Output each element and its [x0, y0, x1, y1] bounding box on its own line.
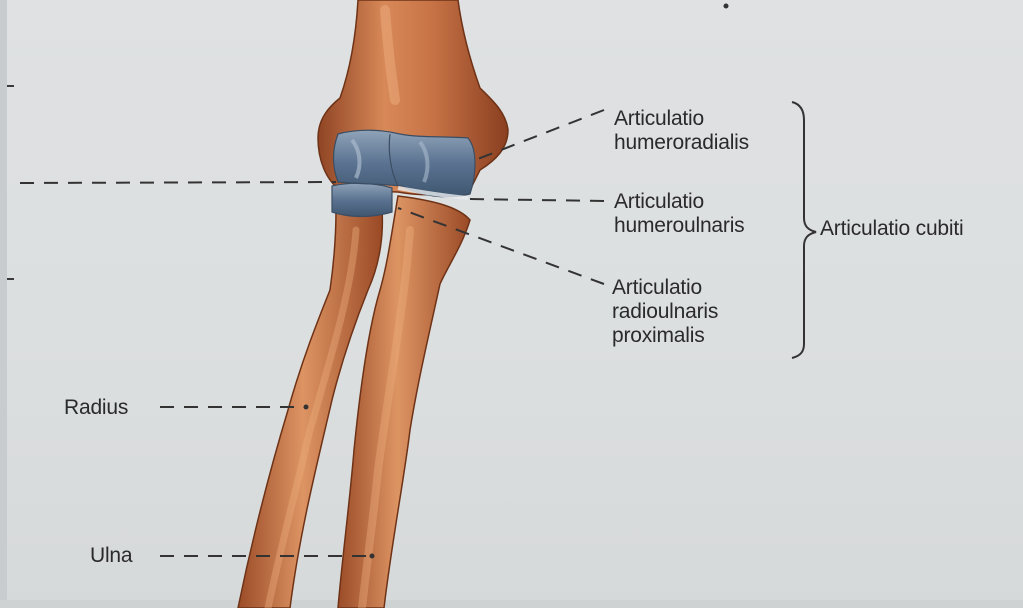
label-humeroulnaris-line2: humeroulnaris [614, 214, 744, 238]
leader-horizontal [20, 182, 336, 183]
label-articulatio-cubiti: Articulatio cubiti [820, 217, 963, 241]
radial-head [332, 183, 392, 216]
label-radioulnaris-line3: proximalis [612, 324, 718, 348]
brace [792, 102, 816, 358]
label-humeroradialis-line1: Articulatio [614, 107, 749, 131]
label-humeroradialis: Articulatio humeroradialis [614, 107, 749, 155]
label-radioulnaris-line2: radioulnaris [612, 300, 718, 324]
leader-humeroulnaris [470, 199, 604, 201]
label-radioulnaris-line1: Articulatio [612, 276, 718, 300]
label-ulna: Ulna [90, 544, 132, 568]
margin-ticks [7, 86, 14, 279]
label-radioulnaris-proximalis: Articulatio radioulnaris proximalis [612, 276, 718, 348]
label-humeroradialis-line2: humeroradialis [614, 131, 749, 155]
label-humeroulnaris-line1: Articulatio [614, 190, 744, 214]
label-radius: Radius [64, 396, 128, 420]
label-humeroulnaris: Articulatio humeroulnaris [614, 190, 744, 238]
